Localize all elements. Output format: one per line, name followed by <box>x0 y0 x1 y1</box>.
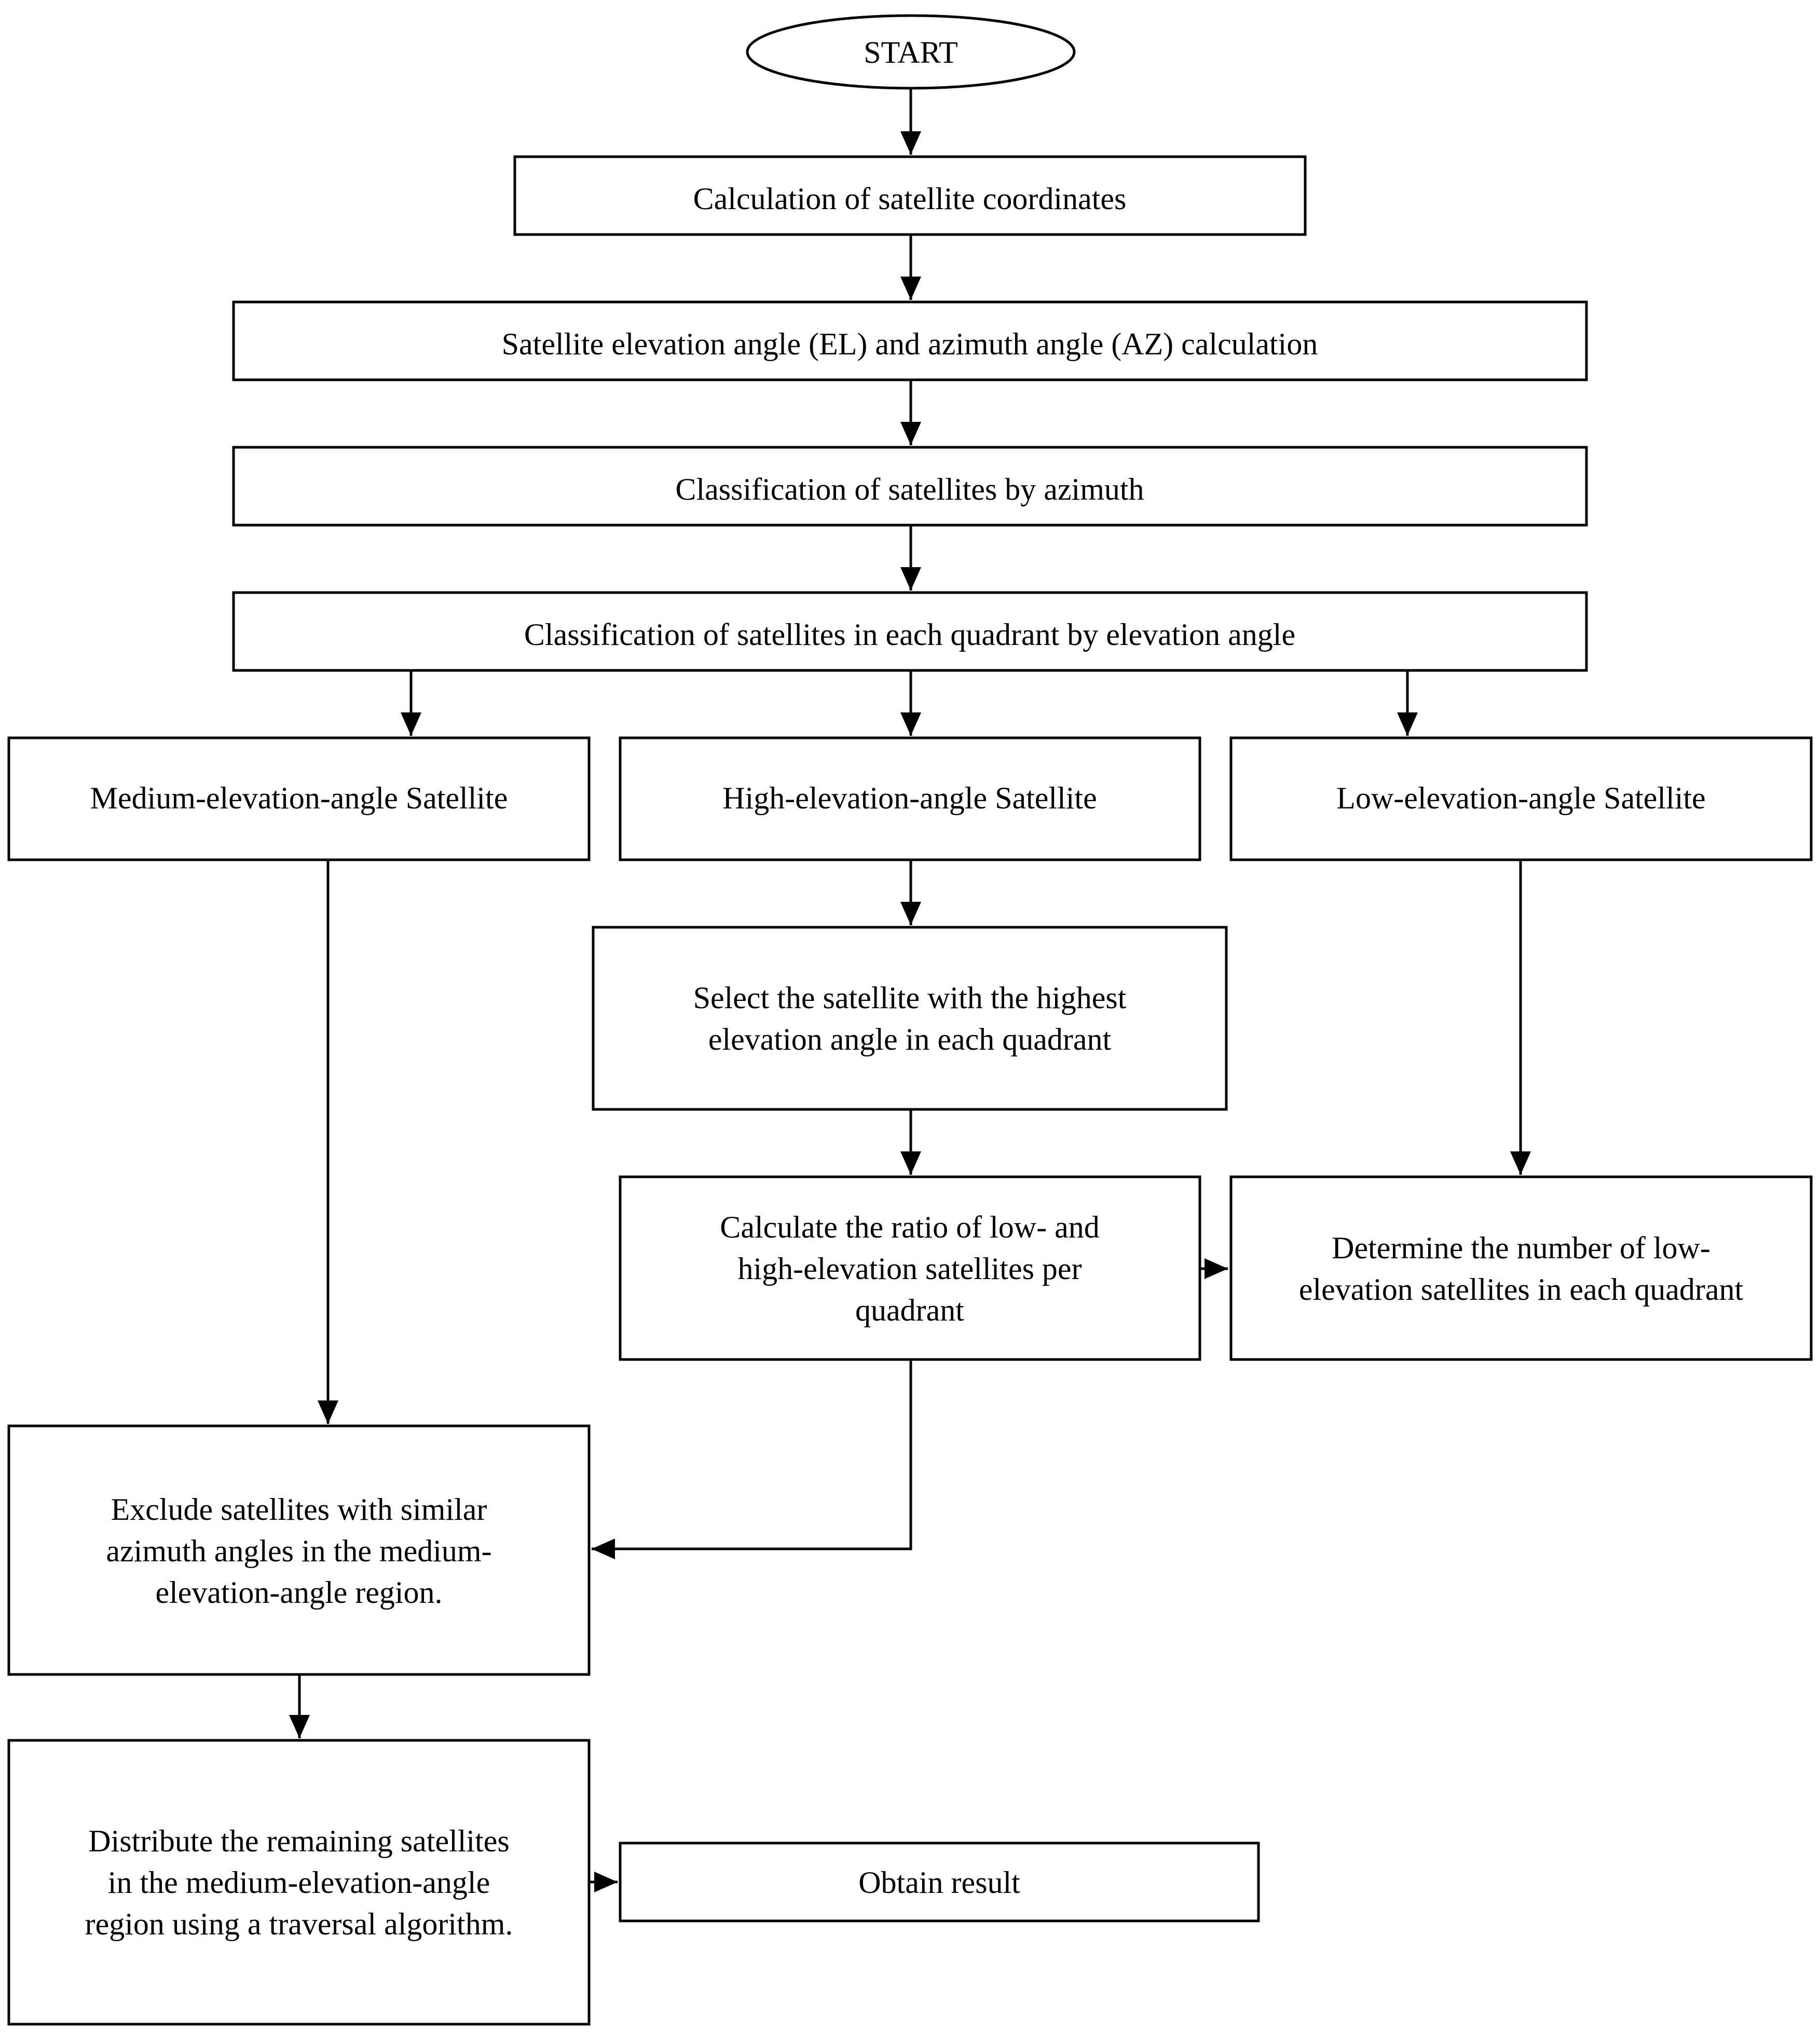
node-select-highest: Select the satellite with the highest ele… <box>592 926 1228 1111</box>
class-elevation-label: Classification of satellites in each qua… <box>524 617 1295 652</box>
el-az-calc-line-1: Satellite elevation angle (EL) and azimu… <box>502 327 1318 361</box>
select-highest-box <box>592 926 1228 1111</box>
node-exclude-similar: Exclude satellites with similar azimuth a… <box>7 1424 591 1676</box>
start-line-1: START <box>864 35 958 70</box>
el-az-calc-box <box>232 300 1588 381</box>
calc-coords-label: Calculation of satellite coordinates <box>693 182 1127 216</box>
exclude-similar-label: Exclude satellites with similar azimuth a… <box>106 1492 491 1610</box>
calc-ratio-box <box>619 1175 1201 1361</box>
high-sat-box <box>619 736 1201 861</box>
obtain-result-label: Obtain result <box>858 1865 1020 1900</box>
medium-sat-box <box>7 736 591 861</box>
select-highest-line-2: elevation angle in each quadrant <box>708 1022 1112 1056</box>
high-sat-label: High-elevation-angle Satellite <box>722 781 1097 815</box>
calc-ratio-line-2: high-elevation satellites per <box>737 1252 1082 1286</box>
arrow-calc-ratio-to-exclude-similar <box>592 1359 912 1559</box>
node-high-sat: High-elevation-angle Satellite <box>619 736 1201 861</box>
calc-coords-line-1: Calculation of satellite coordinates <box>693 182 1127 216</box>
distribute-line-1: Distribute the remaining satellites <box>88 1824 509 1858</box>
exclude-similar-box <box>7 1424 591 1676</box>
calc-ratio-label: Calculate the ratio of low- and high-elev… <box>720 1210 1099 1327</box>
exclude-similar-line-2: azimuth angles in the medium- <box>106 1534 491 1568</box>
exclude-similar-line-3: elevation-angle region. <box>155 1575 442 1610</box>
class-azimuth-line-1: Classification of satellites by azimuth <box>675 472 1144 506</box>
class-azimuth-label: Classification of satellites by azimuth <box>675 472 1144 506</box>
exclude-similar-line-1: Exclude satellites with similar <box>111 1492 487 1527</box>
class-elevation-box <box>232 591 1588 672</box>
obtain-result-box <box>619 1842 1260 1922</box>
low-sat-line-1: Low-elevation-angle Satellite <box>1336 781 1705 815</box>
distribute-line-3: region using a traversal algorithm. <box>85 1907 513 1941</box>
node-obtain-result: Obtain result <box>619 1842 1260 1922</box>
connectors <box>289 88 1531 1892</box>
node-calc-coords: Calculation of satellite coordinates <box>513 155 1307 236</box>
node-low-sat: Low-elevation-angle Satellite <box>1229 736 1813 861</box>
node-start: START <box>746 14 1076 90</box>
medium-sat-label: Medium-elevation-angle Satellite <box>90 781 508 815</box>
low-sat-box <box>1229 736 1813 861</box>
start-terminal-shape <box>746 14 1076 90</box>
node-el-az-calc: Satellite elevation angle (EL) and azimu… <box>232 300 1588 381</box>
distribute-box <box>7 1739 591 2026</box>
determine-low-line-2: elevation satellites in each quadrant <box>1299 1272 1744 1307</box>
el-az-calc-label: Satellite elevation angle (EL) and azimu… <box>502 327 1318 361</box>
node-medium-sat: Medium-elevation-angle Satellite <box>7 736 591 861</box>
determine-low-box <box>1229 1175 1813 1361</box>
node-distribute: Distribute the remaining satellites in th… <box>7 1739 591 2026</box>
high-sat-line-1: High-elevation-angle Satellite <box>722 781 1097 815</box>
determine-low-line-1: Determine the number of low- <box>1332 1231 1710 1265</box>
obtain-result-line-1: Obtain result <box>858 1865 1020 1900</box>
low-sat-label: Low-elevation-angle Satellite <box>1336 781 1705 815</box>
calc-ratio-line-1: Calculate the ratio of low- and <box>720 1210 1099 1244</box>
start-label: START <box>864 35 958 70</box>
calc-coords-box <box>513 155 1307 236</box>
distribute-line-2: in the medium-elevation-angle <box>108 1865 490 1900</box>
select-highest-line-1: Select the satellite with the highest <box>693 981 1127 1015</box>
determine-low-label: Determine the number of low-elevation sa… <box>1299 1231 1744 1307</box>
class-elevation-line-1: Classification of satellites in each qua… <box>524 617 1295 652</box>
distribute-label: Distribute the remaining satellites in th… <box>85 1824 513 1941</box>
class-azimuth-box <box>232 446 1588 527</box>
medium-sat-line-1: Medium-elevation-angle Satellite <box>90 781 508 815</box>
select-highest-label: Select the satellite with the highest ele… <box>693 981 1127 1056</box>
node-calc-ratio: Calculate the ratio of low- and high-elev… <box>619 1175 1201 1361</box>
node-class-azimuth: Classification of satellites by azimuth <box>232 446 1588 527</box>
node-determine-low: Determine the number of low-elevation sa… <box>1229 1175 1813 1361</box>
node-class-elevation: Classification of satellites in each qua… <box>232 591 1588 672</box>
calc-ratio-line-3: quadrant <box>855 1293 964 1327</box>
